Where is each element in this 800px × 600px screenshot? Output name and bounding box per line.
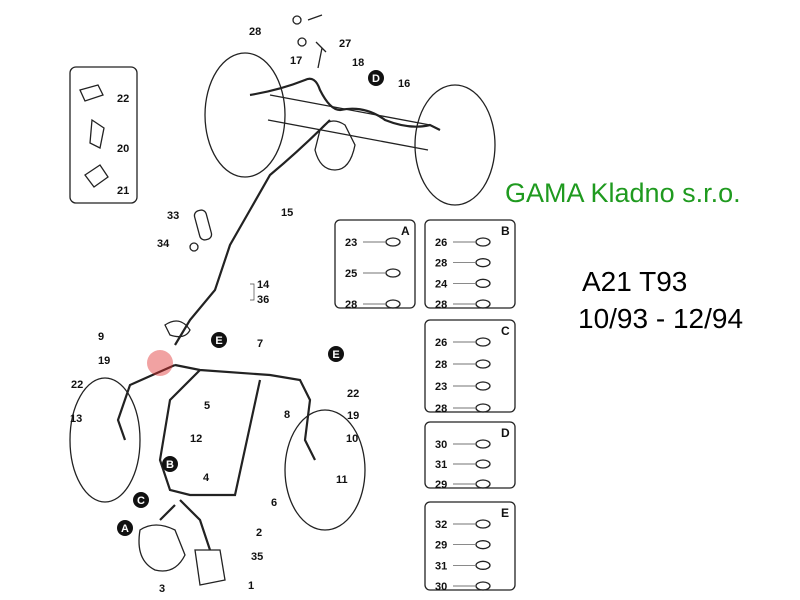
callout-19: 19 <box>347 410 359 422</box>
callout-35: 35 <box>251 551 263 563</box>
detail-box-letter: A <box>401 224 410 238</box>
differential <box>314 120 356 171</box>
front-left-wheel <box>69 377 141 503</box>
callout-28: 28 <box>249 26 261 38</box>
part-28: 28 <box>435 403 447 415</box>
callout-18: 18 <box>352 57 364 69</box>
callout-20: 20 <box>117 143 129 155</box>
callout-5: 5 <box>204 400 210 412</box>
part-23: 23 <box>435 381 447 393</box>
detail-box-E: E 32 29 31 30 <box>424 501 516 593</box>
front-right-wheel <box>284 409 366 531</box>
part-26: 26 <box>435 337 447 349</box>
part-28: 28 <box>345 299 357 311</box>
part-28: 28 <box>435 359 447 371</box>
detail-box-hose <box>69 66 138 204</box>
svg-text:B: B <box>166 459 174 471</box>
marker-D: D <box>368 70 384 86</box>
marker-E: E <box>211 332 227 348</box>
part-31: 31 <box>435 560 447 572</box>
brake-regulator <box>194 549 226 586</box>
rear-brake-line <box>174 119 331 346</box>
callout-1: 1 <box>248 580 254 592</box>
callout-33: 33 <box>167 210 179 222</box>
marker-A: A <box>117 520 133 536</box>
callout-19: 19 <box>98 355 110 367</box>
rear-left-wheel <box>204 52 286 178</box>
callout-34: 34 <box>157 238 170 250</box>
callout-13: 13 <box>70 413 82 425</box>
detail-box-C: C 26 28 23 28 <box>424 319 516 415</box>
callout-14: 14 <box>257 279 270 291</box>
part-29: 29 <box>435 479 447 491</box>
part-23: 23 <box>345 237 357 249</box>
detail-box-letter: B <box>501 224 510 238</box>
svg-text:A: A <box>121 523 129 535</box>
svg-text:E: E <box>332 349 339 361</box>
part-32: 32 <box>435 519 447 531</box>
svg-text:C: C <box>137 495 145 507</box>
callout-10: 10 <box>346 433 358 445</box>
svg-text:D: D <box>372 73 380 85</box>
rear-right-wheel <box>414 84 496 206</box>
part-30: 30 <box>435 581 447 593</box>
detail-box-letter: C <box>501 324 510 338</box>
hose-part-33 <box>193 209 213 241</box>
callout-21: 21 <box>117 185 129 197</box>
callout-17: 17 <box>290 55 302 67</box>
callout-22: 22 <box>71 379 83 391</box>
callout-2: 2 <box>256 527 262 539</box>
detail-box-A: A 23 25 28 <box>334 219 416 311</box>
callout-9: 9 <box>98 331 104 343</box>
part-25: 25 <box>345 268 357 280</box>
model-label: A21 T93 <box>582 266 688 297</box>
detail-box-letter: D <box>501 426 510 440</box>
part-24: 24 <box>435 278 448 290</box>
callout-27: 27 <box>339 38 351 50</box>
part-28: 28 <box>435 258 447 270</box>
callout-16: 16 <box>398 78 410 90</box>
marker-E: E <box>328 346 344 362</box>
callout-4: 4 <box>203 472 210 484</box>
part-30: 30 <box>435 439 447 451</box>
rear-axle <box>204 14 496 206</box>
detail-box-B: B 26 28 24 28 <box>424 219 516 311</box>
callout-22: 22 <box>347 388 359 400</box>
detail-box-letter: E <box>501 506 509 520</box>
callout-36: 36 <box>257 294 269 306</box>
detail-box-D: D 30 31 29 <box>424 421 516 491</box>
callout-11: 11 <box>336 474 348 486</box>
callout-6: 6 <box>271 497 277 509</box>
highlight-marker <box>147 350 173 376</box>
callout-12: 12 <box>190 433 202 445</box>
callout-3: 3 <box>159 583 165 595</box>
part-29: 29 <box>435 540 447 552</box>
watermark: GAMA Kladno s.r.o. <box>505 178 741 208</box>
production-period: 10/93 - 12/94 <box>578 303 744 334</box>
callout-7: 7 <box>257 338 263 350</box>
svg-text:E: E <box>215 335 222 347</box>
part-28: 28 <box>435 299 447 311</box>
marker-B: B <box>162 456 178 472</box>
front-brake-lines <box>116 363 316 497</box>
part-31: 31 <box>435 459 447 471</box>
part-26: 26 <box>435 237 447 249</box>
marker-C: C <box>133 492 149 508</box>
callout-15: 15 <box>281 207 293 219</box>
callout-22: 22 <box>117 93 129 105</box>
master-cylinder <box>138 524 186 572</box>
callout-8: 8 <box>284 409 290 421</box>
